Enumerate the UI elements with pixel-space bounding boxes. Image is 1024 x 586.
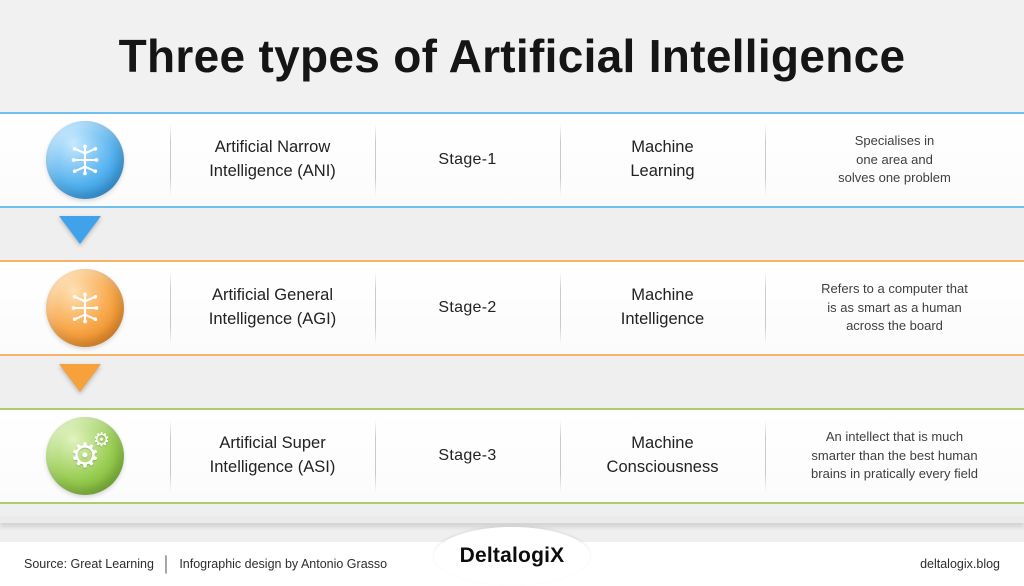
ani-name: Artificial Narrow Intelligence (ANI) bbox=[170, 114, 375, 206]
asi-stage: Stage-3 bbox=[375, 410, 560, 502]
bottom-shelf bbox=[0, 516, 1024, 523]
gap-2 bbox=[0, 356, 1024, 408]
deltalogix-logo: DeltalogiX bbox=[434, 527, 590, 585]
header: Three types of Artificial Intelligence bbox=[0, 0, 1024, 112]
bottom-zone bbox=[0, 504, 1024, 542]
ani-brain-circuit-icon bbox=[46, 121, 124, 199]
blue-down-arrow-icon bbox=[59, 216, 101, 244]
agi-description: Refers to a computer that is as smart as… bbox=[765, 262, 1024, 354]
source-text: Source: Great Learning bbox=[24, 557, 154, 571]
ani-row: Artificial Narrow Intelligence (ANI) Sta… bbox=[0, 112, 1024, 208]
ani-description: Specialises in one area and solves one p… bbox=[765, 114, 1024, 206]
agi-row: Artificial General Intelligence (AGI) St… bbox=[0, 260, 1024, 356]
asi-description: An intellect that is much smarter than t… bbox=[765, 410, 1024, 502]
gear-icon: ⚙ bbox=[92, 429, 110, 451]
ani-stage: Stage-1 bbox=[375, 114, 560, 206]
asi-name: Artificial Super Intelligence (ASI) bbox=[170, 410, 375, 502]
logo-text: DeltalogiX bbox=[459, 544, 565, 567]
agi-type: Machine Intelligence bbox=[560, 262, 765, 354]
divider-bar: │ bbox=[161, 555, 172, 573]
asi-icon-cell: ⚙ ⚙ bbox=[0, 410, 170, 502]
gear-icon: ⚙ bbox=[69, 436, 101, 476]
page-title: Three types of Artificial Intelligence bbox=[118, 30, 906, 82]
footer-credits: Source: Great Learning │ Infographic des… bbox=[24, 556, 387, 573]
gap-1 bbox=[0, 208, 1024, 260]
ani-type: Machine Learning bbox=[560, 114, 765, 206]
agi-icon-cell bbox=[0, 262, 170, 354]
ani-icon-cell bbox=[0, 114, 170, 206]
agi-brain-circuit-icon bbox=[46, 269, 124, 347]
agi-stage: Stage-2 bbox=[375, 262, 560, 354]
credit-text: Infographic design by Antonio Grasso bbox=[179, 557, 388, 571]
orange-down-arrow-icon bbox=[59, 364, 101, 392]
website-text: deltalogix.blog bbox=[920, 557, 1000, 571]
asi-gears-icon: ⚙ ⚙ bbox=[46, 417, 124, 495]
asi-row: ⚙ ⚙ Artificial Super Intelligence (ASI) … bbox=[0, 408, 1024, 504]
footer: Source: Great Learning │ Infographic des… bbox=[0, 527, 1024, 586]
asi-type: Machine Consciousness bbox=[560, 410, 765, 502]
agi-name: Artificial General Intelligence (AGI) bbox=[170, 262, 375, 354]
